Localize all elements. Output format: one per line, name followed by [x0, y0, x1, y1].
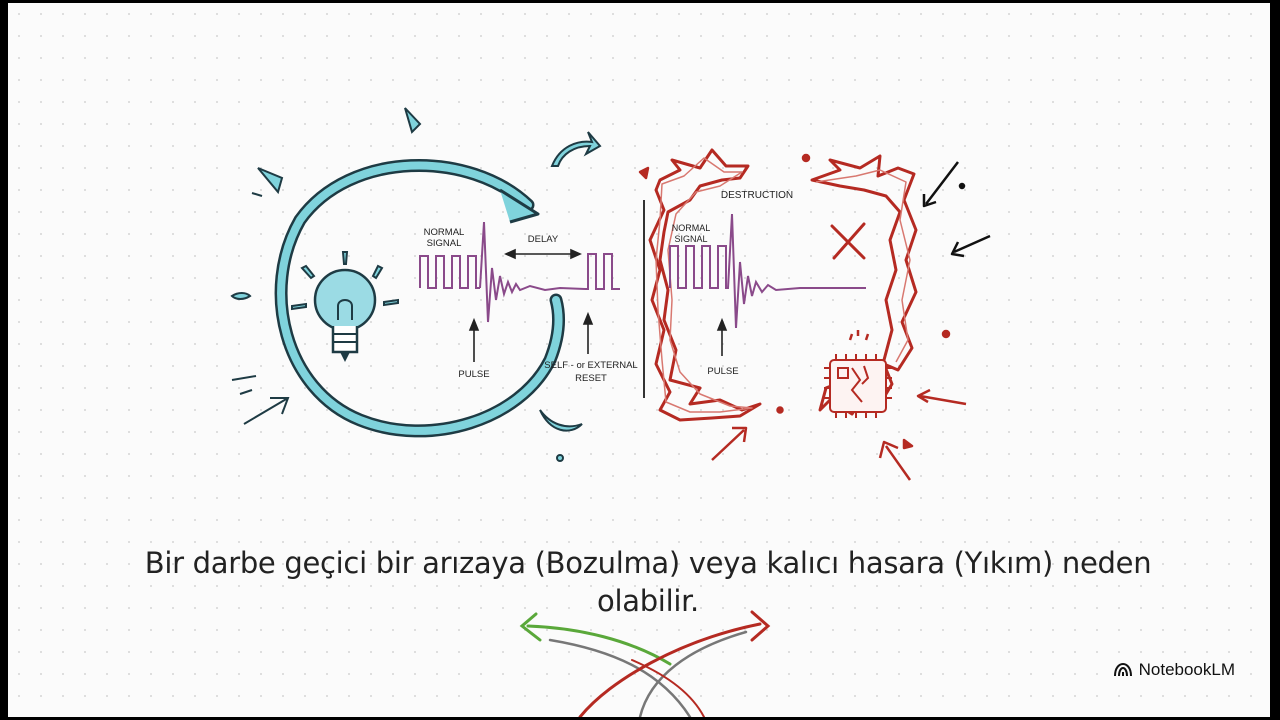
normal-signal-label-1: NORMAL: [424, 227, 465, 238]
caption: Bir darbe geçici bir arızaya (Bozulma) v…: [144, 546, 1152, 618]
energy-marks: [230, 107, 602, 462]
normal-signal-pulses: [419, 255, 480, 289]
notebooklm-logo-icon: [1113, 662, 1132, 677]
lightbulb-icon: [291, 251, 399, 362]
pulse-pointer: [468, 317, 480, 362]
damaged-chip-icon: [824, 330, 892, 418]
right-normal-signal-label-2: SIGNAL: [674, 234, 707, 244]
notebooklm-brand: NotebookLM: [1113, 660, 1235, 680]
delay-arrow: [504, 248, 582, 260]
restored-pulses: [585, 253, 620, 290]
left-waveform: NORMAL SIGNAL DELAY PULSE SELF - or EXTE…: [419, 221, 638, 384]
delay-label: DELAY: [528, 234, 559, 245]
reset-label-1: SELF - or EXTERNAL: [544, 360, 637, 371]
diagram: NORMAL SIGNAL DELAY PULSE SELF - or EXTE…: [230, 107, 991, 717]
right-waveform: DESTRUCTION NORMAL SIGNAL PULSE: [669, 190, 866, 377]
right-normal-signal-label-1: NORMAL: [672, 223, 711, 233]
normal-signal-label-2: SIGNAL: [427, 238, 462, 249]
cycle-arrowhead: [499, 188, 540, 224]
slide: NORMAL SIGNAL DELAY PULSE SELF - or EXTE…: [8, 3, 1270, 717]
destruction-frame: [638, 148, 991, 481]
right-pulse-label: PULSE: [707, 366, 738, 377]
recovery-cycle: [230, 107, 602, 462]
reset-pointer: [582, 311, 594, 354]
x-mark-icon: [830, 222, 866, 260]
pulse-label: PULSE: [458, 369, 489, 380]
destruction-label: DESTRUCTION: [721, 190, 793, 201]
pulse-ringing: [479, 221, 586, 323]
reset-label-2: RESET: [575, 373, 607, 384]
bottom-arrows: [519, 610, 771, 717]
brand-label: NotebookLM: [1138, 660, 1235, 679]
